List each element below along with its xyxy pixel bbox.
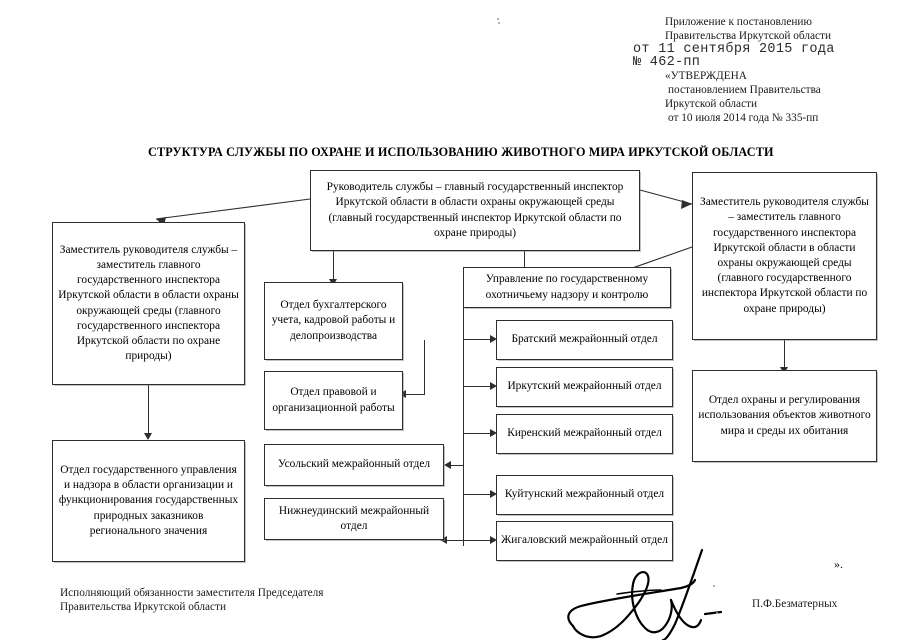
header-line-approved: «УТВЕРЖДЕНА — [665, 70, 747, 82]
connector-trunk-to-irkutsky-line — [463, 386, 492, 387]
connector-to-legal-line — [405, 394, 425, 395]
connector-to-legal-riser — [424, 340, 425, 395]
closing-quote-mark: ». — [834, 557, 843, 571]
node-irkutsky-office-label: Иркутский межрайонный отдел — [507, 380, 662, 393]
signer-position-line2: Правительства Иркутской области — [60, 601, 226, 613]
connector-trunk-to-usolsky-arrow — [444, 461, 451, 469]
node-zhigalovsky-office[interactable]: Жигаловский межрайонный отдел — [496, 521, 673, 561]
node-usolsky-office[interactable]: Усольский межрайонный отдел — [264, 444, 444, 486]
node-deputy-head-right[interactable]: Заместитель руководителя службы – замест… — [692, 172, 877, 340]
handwritten-signature — [567, 548, 723, 640]
header-stamp-date: от 11 сентября 2015 года — [633, 42, 835, 57]
node-bratsky-office[interactable]: Братский межрайонный отдел — [496, 320, 673, 360]
connector-trunk-to-zhigalovsky-arrow — [490, 536, 497, 544]
node-protection-department-label: Отдел охраны и регулирования использован… — [698, 394, 871, 437]
signer-position-line1: Исполняющий обязанности заместителя Пред… — [60, 587, 324, 599]
node-deputy-head-right-label: Заместитель руководителя службы – замест… — [700, 196, 869, 315]
header-line-region: Иркутской области — [665, 98, 758, 110]
connector-trunk-to-kuytunsky-arrow — [490, 490, 497, 498]
node-zhigalovsky-office-label: Жигаловский межрайонный отдел — [501, 534, 668, 547]
node-state-management-department-label: Отдел государственного управления и надз… — [58, 463, 239, 537]
node-kuytunsky-office-label: Куйтунский межрайонный отдел — [504, 488, 665, 501]
node-bratsky-office-label: Братский межрайонный отдел — [511, 333, 658, 346]
node-usolsky-office-label: Усольский межрайонный отдел — [277, 458, 431, 471]
header-line-basedate: от 10 июля 2014 года № 335-пп — [668, 112, 819, 124]
node-hunting-supervision-department[interactable]: Управление по государственному охотничье… — [463, 267, 671, 308]
scan-artifact — [497, 18, 499, 20]
node-head-of-service[interactable]: Руководитель службы – главный государств… — [310, 170, 640, 251]
connector-trunk-to-bratsky-arrow — [490, 335, 497, 343]
node-kirensky-office-label: Киренский межрайонный отдел — [507, 427, 662, 440]
node-deputy-head-left-label: Заместитель руководителя службы – замест… — [58, 243, 239, 363]
connector-hunting-trunk — [463, 306, 464, 546]
node-protection-department[interactable]: Отдел охраны и регулирования использован… — [692, 370, 877, 462]
node-hunting-supervision-department-label: Управление по государственному охотничье… — [485, 273, 649, 301]
header-line-appendix: Приложение к постановлению — [665, 16, 812, 28]
node-accounting-department-label: Отдел бухгалтерского учета, кадровой раб… — [271, 299, 396, 342]
node-kirensky-office[interactable]: Киренский межрайонный отдел — [496, 414, 673, 454]
node-kuytunsky-office[interactable]: Куйтунский межрайонный отдел — [496, 475, 673, 515]
connector-trunk-to-usolsky-line — [451, 465, 464, 466]
node-nizhneudinsky-office[interactable]: Нижнеудинский межрайонный отдел — [264, 498, 444, 540]
connector-leftdeputy-to-statemgmt-arrow — [144, 433, 152, 440]
header-line-by-resolution: постановлением Правительства — [668, 84, 821, 96]
connector-trunk-to-nizhneudinsky-arrow — [440, 536, 447, 544]
connector-trunk-to-irkutsky-arrow — [490, 382, 497, 390]
connector-rightdeputy-to-protection-line — [784, 340, 785, 370]
connector-trunk-to-nizhneudinsky-line — [446, 540, 464, 541]
page-title: СТРУКТУРА СЛУЖБЫ ПО ОХРАНЕ И ИСПОЛЬЗОВАН… — [148, 145, 774, 159]
connector-trunk-to-kirensky-arrow — [490, 429, 497, 437]
connector-head-to-accounting-line — [333, 251, 334, 282]
scan-artifact — [716, 612, 718, 614]
connector-trunk-to-bratsky-line — [463, 339, 492, 340]
node-legal-department[interactable]: Отдел правовой и организационной работы — [264, 371, 403, 430]
connector-trunk-to-kirensky-line — [463, 433, 492, 434]
connector-trunk-to-zhigalovsky-line — [463, 540, 492, 541]
signer-name: П.Ф.Безматерных — [752, 598, 838, 610]
scan-artifact — [713, 585, 715, 587]
header-stamp-number: № 462-пп — [633, 55, 701, 70]
header-line-government: Правительства Иркутской области — [665, 30, 831, 42]
connector-leftdeputy-to-statemgmt-line — [148, 385, 149, 436]
connector-head-to-hunting-line — [524, 251, 525, 273]
node-head-of-service-label: Руководитель службы – главный государств… — [326, 181, 624, 239]
connector-trunk-to-kuytunsky-line — [463, 494, 492, 495]
scan-artifact — [498, 22, 500, 24]
node-irkutsky-office[interactable]: Иркутский межрайонный отдел — [496, 367, 673, 407]
node-deputy-head-left[interactable]: Заместитель руководителя службы – замест… — [52, 222, 245, 385]
node-state-management-department[interactable]: Отдел государственного управления и надз… — [52, 440, 245, 562]
node-accounting-department[interactable]: Отдел бухгалтерского учета, кадровой раб… — [264, 282, 403, 360]
node-nizhneudinsky-office-label: Нижнеудинский межрайонный отдел — [278, 504, 430, 532]
node-legal-department-label: Отдел правовой и организационной работы — [272, 386, 395, 414]
